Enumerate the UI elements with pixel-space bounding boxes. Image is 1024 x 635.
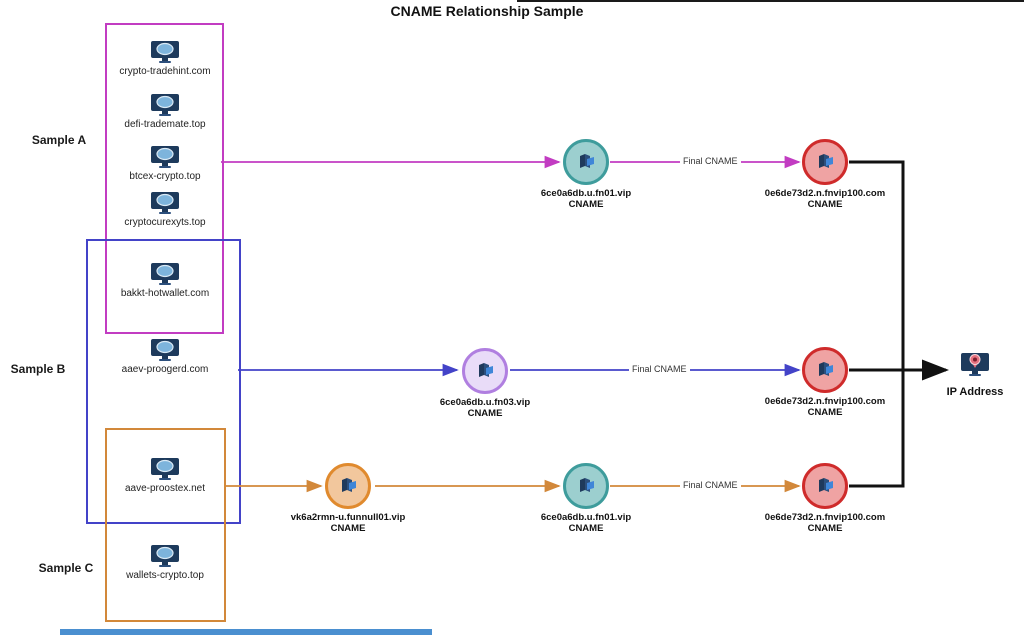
domain-item: wallets-crypto.top (100, 544, 230, 581)
server-stack-icon (563, 463, 609, 509)
cname-type: CNAME (330, 523, 366, 534)
cname-node-b-final: 0e6de73d2.n.fnvip100.com CNAME (745, 347, 905, 418)
cname-type: CNAME (807, 199, 843, 210)
sample-a-group-box (105, 23, 224, 334)
domain-name: aave-proostex.net (124, 483, 206, 494)
cname-host: 0e6de73d2.n.fnvip100.com (764, 188, 886, 199)
cname-node-c-first: vk6a2rmn-u.funnull01.vip CNAME (268, 463, 428, 534)
cname-node-a-final: 0e6de73d2.n.fnvip100.com CNAME (745, 139, 905, 210)
domain-item: defi-trademate.top (100, 93, 230, 130)
domain-name: crypto-tradehint.com (119, 66, 211, 77)
ip-address-label: IP Address (946, 386, 1004, 398)
sample-c-group-box (105, 428, 226, 622)
server-stack-icon (462, 348, 508, 394)
server-stack-icon (563, 139, 609, 185)
domain-name: btcex-crypto.top (129, 171, 201, 182)
cname-node-c-mid: 6ce0a6db.u.fn01.vip CNAME (506, 463, 666, 534)
monitor-globe-icon (151, 263, 179, 285)
monitor-globe-icon (151, 41, 179, 63)
domain-item: bakkt-hotwallet.com (100, 262, 230, 299)
cname-host: 0e6de73d2.n.fnvip100.com (764, 512, 886, 523)
cname-node-b-mid: 6ce0a6db.u.fn03.vip CNAME (405, 348, 565, 419)
top-border-line (517, 0, 1024, 2)
sample-a-label: Sample A (31, 133, 87, 147)
monitor-globe-icon (151, 94, 179, 116)
domain-name: aaev-proogerd.com (121, 364, 209, 375)
monitor-globe-icon (151, 146, 179, 168)
domain-name: cryptocurexyts.top (124, 217, 206, 228)
domain-item: aave-proostex.net (100, 457, 230, 494)
domain-name: bakkt-hotwallet.com (120, 288, 210, 299)
server-stack-icon (802, 347, 848, 393)
server-stack-icon (802, 139, 848, 185)
cname-type: CNAME (568, 523, 604, 534)
sample-b-group-box (86, 239, 241, 524)
diagram-title: CNAME Relationship Sample (390, 3, 584, 19)
domain-item: aaev-proogerd.com (100, 338, 230, 375)
cname-node-a-mid: 6ce0a6db.u.fn01.vip CNAME (506, 139, 666, 210)
cname-type: CNAME (807, 407, 843, 418)
cname-type: CNAME (568, 199, 604, 210)
sample-c-label: Sample C (38, 561, 94, 575)
cname-type: CNAME (467, 408, 503, 419)
cname-type: CNAME (807, 523, 843, 534)
final-cname-label-c: Final CNAME (680, 480, 741, 490)
cname-node-c-final: 0e6de73d2.n.fnvip100.com CNAME (745, 463, 905, 534)
domain-name: defi-trademate.top (124, 119, 206, 130)
server-stack-icon (802, 463, 848, 509)
cname-host: 6ce0a6db.u.fn01.vip (540, 512, 632, 523)
server-stack-icon (325, 463, 371, 509)
cname-host: 0e6de73d2.n.fnvip100.com (764, 396, 886, 407)
monitor-globe-icon (151, 339, 179, 361)
ip-address-node: IP Address (915, 351, 1024, 398)
monitor-globe-icon (151, 458, 179, 480)
final-cname-label-b: Final CNAME (629, 364, 690, 374)
domain-item: crypto-tradehint.com (100, 40, 230, 77)
sample-b-label: Sample B (10, 362, 66, 376)
monitor-globe-icon (151, 545, 179, 567)
final-cname-label-a: Final CNAME (680, 156, 741, 166)
domain-name: wallets-crypto.top (126, 570, 204, 581)
cname-host: 6ce0a6db.u.fn01.vip (540, 188, 632, 199)
cname-host: 6ce0a6db.u.fn03.vip (439, 397, 531, 408)
monitor-globe-icon (151, 192, 179, 214)
cropped-bottom-bar (60, 629, 432, 635)
cname-host: vk6a2rmn-u.funnull01.vip (290, 512, 406, 523)
domain-item: cryptocurexyts.top (100, 191, 230, 228)
monitor-ip-pin-icon (961, 353, 989, 376)
domain-item: btcex-crypto.top (100, 145, 230, 182)
